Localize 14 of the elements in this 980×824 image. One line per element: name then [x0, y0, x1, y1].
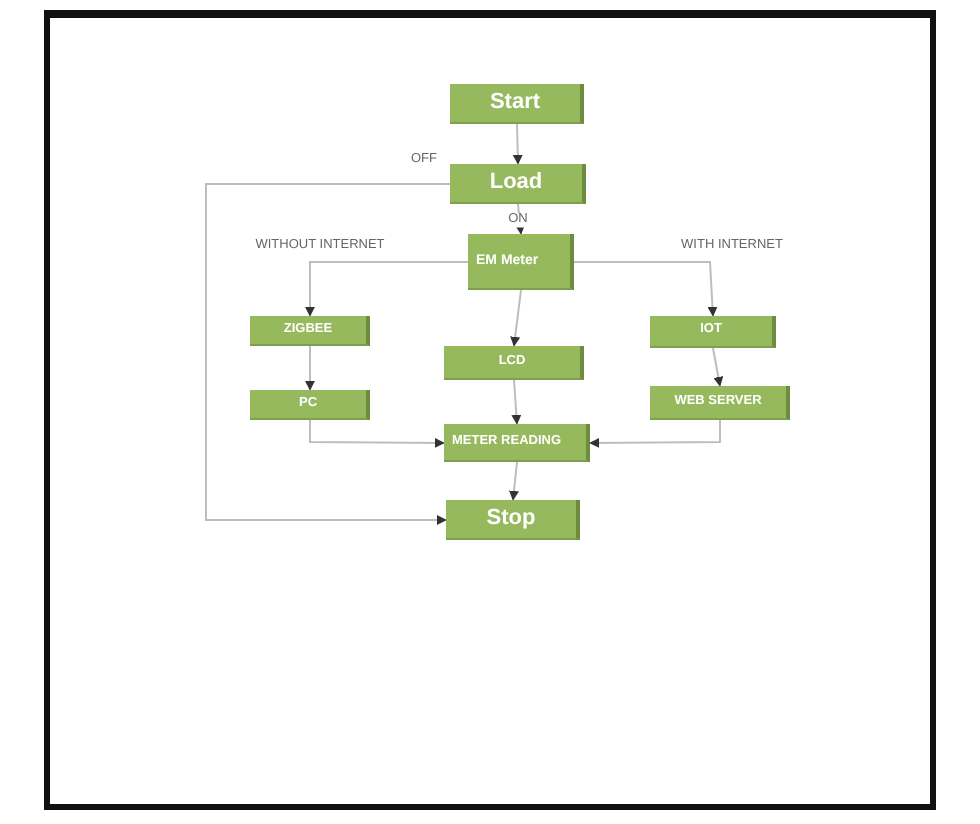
- arrow: [512, 123, 523, 165]
- arrow: [510, 289, 522, 347]
- arrow: [305, 345, 315, 391]
- arrow: [205, 183, 451, 525]
- process-box: Stop: [446, 500, 580, 540]
- arrow: [712, 347, 724, 387]
- process-box: Load: [450, 164, 586, 204]
- arrow: [305, 261, 469, 317]
- process-box: Start: [450, 84, 584, 124]
- arrow: [511, 379, 522, 425]
- arrow: [309, 419, 445, 448]
- arrow: [573, 261, 718, 317]
- arrow: [509, 461, 519, 501]
- arrow: [589, 419, 721, 448]
